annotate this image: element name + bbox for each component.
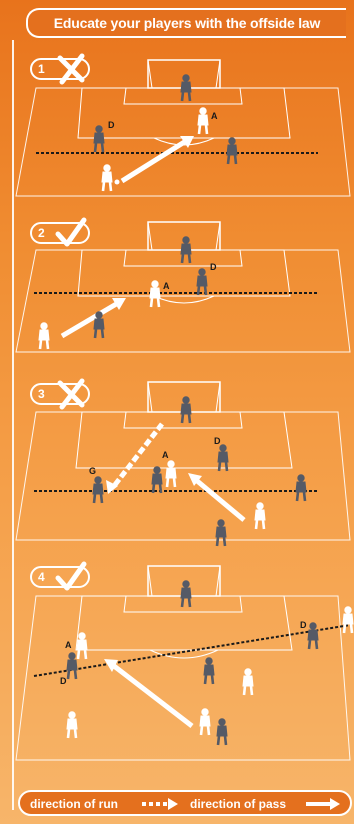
defender [308, 623, 318, 649]
goalkeeper [181, 397, 191, 423]
attacker [198, 108, 208, 134]
defender [204, 658, 214, 684]
attacker [102, 165, 112, 191]
attacker [343, 607, 353, 633]
defender [218, 445, 228, 471]
legend: direction of run direction of pass [18, 790, 352, 816]
label-a: A [163, 281, 170, 291]
attacker [255, 503, 265, 529]
attacker [200, 709, 210, 735]
ball [115, 180, 120, 185]
label-d: D [108, 120, 115, 130]
run-arrow-icon [142, 798, 178, 810]
defender [197, 269, 207, 295]
attacker [67, 712, 77, 738]
panel-1-pass-arrow [122, 141, 186, 181]
attacker [77, 633, 87, 659]
attacker [150, 281, 160, 307]
goalkeeper [181, 581, 191, 607]
defender [93, 477, 103, 503]
attacker [166, 461, 176, 487]
defender [227, 138, 237, 164]
defender [67, 653, 77, 679]
goalkeeper [181, 75, 191, 101]
goalkeeper [181, 237, 191, 263]
label-a: A [211, 111, 218, 121]
defender [152, 467, 162, 493]
defender [217, 719, 227, 745]
panel-3-pass-arrow [196, 480, 244, 520]
panel-2-pass-arrow [62, 303, 118, 336]
label-d: D [300, 620, 307, 630]
defender [94, 126, 104, 152]
label-a: A [65, 640, 72, 650]
label-g: G [89, 466, 96, 476]
label-d: D [214, 436, 221, 446]
panel-1 [16, 60, 350, 196]
label-d: D [60, 676, 67, 686]
panel-4-pass-arrow [114, 666, 192, 726]
defender [94, 312, 104, 338]
attacker [243, 669, 253, 695]
legend-pass-label: direction of pass [190, 797, 286, 811]
defender [216, 520, 226, 546]
defender [296, 475, 306, 501]
legend-run-label: direction of run [30, 797, 118, 811]
label-d: D [210, 262, 217, 272]
pass-arrow-icon [306, 798, 340, 810]
label-a: A [162, 450, 169, 460]
attacker [39, 323, 49, 349]
